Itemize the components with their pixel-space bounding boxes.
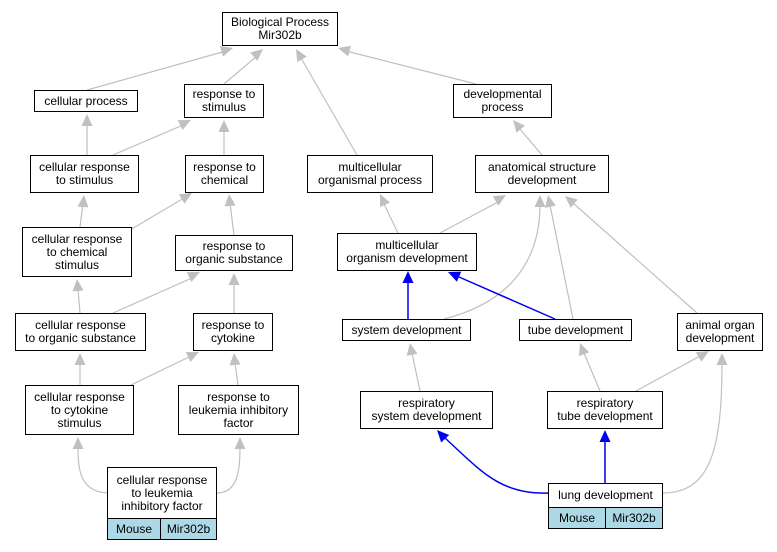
arrowhead-crs-to-cp <box>81 114 93 126</box>
node-cellular-response-to-cytokine-stimulus[interactable]: cellular response to cytokine stimulus <box>25 385 134 435</box>
arrowhead-mod-to-mop <box>380 194 391 208</box>
edge-sd-to-asd <box>443 204 541 320</box>
arrowhead-crc-to-crs <box>77 195 89 208</box>
arrowhead-rcy-to-ros <box>228 273 240 285</box>
node-response-to-stimulus[interactable]: response to stimulus <box>184 84 264 118</box>
arrowhead-crcs-to-rcy <box>185 352 199 363</box>
arrowhead-cros-to-crc <box>72 279 84 292</box>
node-response-to-organic-substance[interactable]: response to organic substance <box>175 235 293 271</box>
edge-td-to-asd <box>549 204 574 320</box>
edge-rtd-to-aod <box>635 355 701 392</box>
node-multicellular-organism-development[interactable]: multicellular organism development <box>337 233 477 271</box>
tag-species: Mouse <box>107 518 161 540</box>
node-animal-organ-development[interactable]: animal organ development <box>677 313 763 351</box>
node-cellular-response-to-organic-substance[interactable]: cellular response to organic substance <box>15 313 146 351</box>
edge-crlif-to-crcs <box>77 446 111 494</box>
arrowhead-mod-to-asd <box>492 195 506 206</box>
edge-asd-to-dp <box>518 127 543 156</box>
tag-gene: Mir302b <box>160 518 217 540</box>
edge-crlif-to-rlif <box>216 446 241 494</box>
arrowhead-ld-to-rtd <box>599 430 611 442</box>
arrowhead-cp-to-bp <box>219 46 233 57</box>
arrowhead-asd-to-dp <box>513 120 525 133</box>
arrowhead-rtd-to-aod <box>695 351 709 362</box>
node-multicellular-organismal-process[interactable]: multicellular organismal process <box>307 155 433 193</box>
node-biological-process[interactable]: Biological Process Mir302b <box>222 12 338 46</box>
edge-mop-to-bp <box>300 57 358 156</box>
edge-ld-to-rsd <box>444 437 550 494</box>
node-cellular-process[interactable]: cellular process <box>34 90 138 112</box>
edge-rs-to-bp <box>223 55 258 85</box>
arrowhead-crcs-to-cros <box>74 353 86 365</box>
arrowhead-ld-to-aod <box>716 353 728 365</box>
arrowhead-rtd-to-td <box>578 343 590 357</box>
node-respiratory-tube-development[interactable]: respiratory tube development <box>547 391 663 429</box>
node-anatomical-structure-development[interactable]: anatomical structure development <box>475 155 609 193</box>
arrowhead-sd-to-asd <box>534 195 546 207</box>
node-respiratory-system-development[interactable]: respiratory system development <box>360 391 493 429</box>
edge-cros-to-crc <box>77 288 81 314</box>
arrowhead-ros-to-rc <box>224 194 236 207</box>
arrowhead-crs-to-rs <box>177 120 191 131</box>
arrowhead-sd-to-mod <box>402 271 414 283</box>
edge-crc-to-crs <box>79 202 84 228</box>
edge-aod-to-asd <box>572 202 698 314</box>
node-tube-development[interactable]: tube development <box>519 319 632 341</box>
arrowhead-dp-to-bp <box>338 45 352 57</box>
node-response-to-cytokine[interactable]: response to cytokine <box>193 313 273 351</box>
edge-ld-to-aod <box>662 362 723 494</box>
arrowhead-td-to-asd <box>545 195 556 208</box>
tag-species: Mouse <box>548 507 606 529</box>
edge-ros-to-rc <box>229 202 235 236</box>
edge-crs-to-rs <box>112 124 184 156</box>
edge-cros-to-ros <box>112 277 193 314</box>
node-developmental-process[interactable]: developmental process <box>453 84 552 118</box>
arrowhead-crlif-to-rlif <box>234 437 246 449</box>
node-system-development[interactable]: system development <box>342 319 471 341</box>
node-lung-development[interactable]: lung development <box>548 483 663 508</box>
arrowhead-rlif-to-rcy <box>229 353 241 366</box>
edge-cp-to-bp <box>86 50 227 91</box>
edge-mod-to-asd <box>439 201 499 234</box>
node-response-to-leukemia-inhibitory-factor[interactable]: response to leukemia inhibitory factor <box>178 385 299 435</box>
arrowhead-mop-to-bp <box>296 49 307 63</box>
edge-rlif-to-rcy <box>234 362 239 386</box>
node-cellular-response-to-chemical-stimulus[interactable]: cellular response to chemical stimulus <box>22 227 132 277</box>
arrowhead-crc-to-rc <box>178 193 192 204</box>
edge-mod-to-mop <box>382 201 399 234</box>
arrowhead-td-to-mod <box>448 271 462 282</box>
arrowhead-rs-to-bp <box>250 49 263 61</box>
tag-gene: Mir302b <box>605 507 663 529</box>
arrowhead-aod-to-asd <box>565 196 578 208</box>
edge-rtd-to-td <box>583 352 601 392</box>
edge-crcs-to-rcy <box>130 355 192 386</box>
node-cellular-response-to-leukemia-inhibitory-factor[interactable]: cellular response to leukemia inhibitory… <box>107 467 217 519</box>
arrowhead-ld-to-rsd <box>437 430 450 443</box>
arrowhead-rc-to-rs <box>218 120 230 132</box>
edge-crc-to-rc <box>129 197 185 231</box>
edge-dp-to-bp <box>345 50 477 85</box>
edge-td-to-mod <box>458 276 556 320</box>
node-cellular-response-to-stimulus[interactable]: cellular response to stimulus <box>30 155 139 193</box>
arrowhead-cros-to-ros <box>186 272 200 283</box>
arrowhead-rsd-to-sd <box>406 343 418 356</box>
node-response-to-chemical[interactable]: response to chemical <box>185 155 264 193</box>
arrowhead-crlif-to-crcs <box>72 437 84 449</box>
edge-rsd-to-sd <box>411 352 421 392</box>
